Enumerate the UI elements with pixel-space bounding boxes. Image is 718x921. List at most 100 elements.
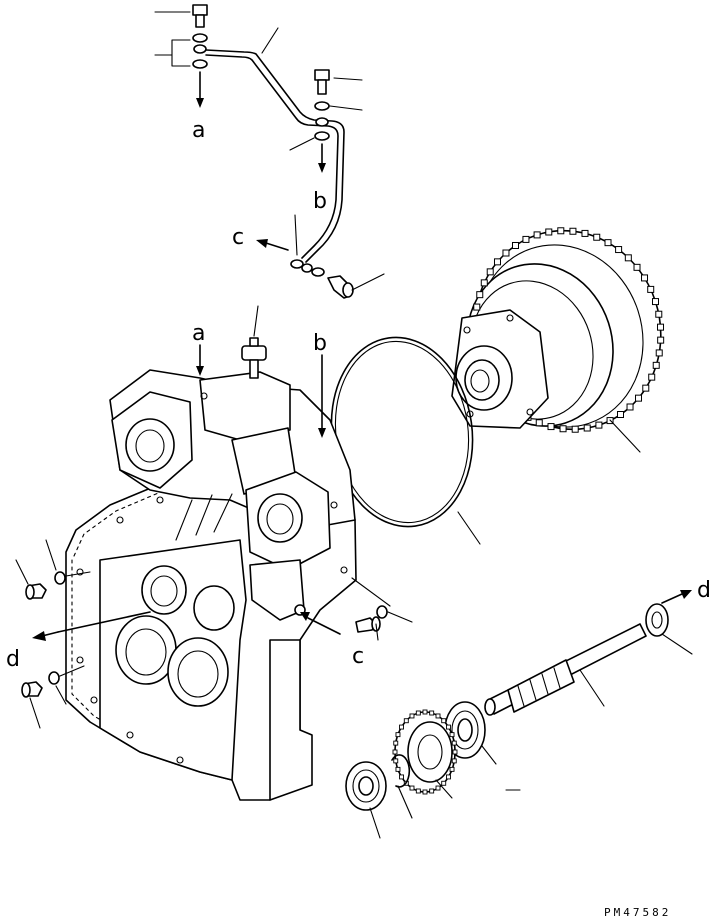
arrow-c-head [256,239,268,248]
ring-gear-tooth [535,419,543,427]
leader-left-upper-to-housing [65,571,91,577]
ring-gear-tooth [473,303,481,311]
leader-washer-left-lower [55,685,67,705]
gear-tooth [393,740,399,746]
ring-gear-tooth [624,254,632,262]
housing-bolt-hole [76,656,84,664]
boss-upper-left-bore [125,418,175,472]
gear-tooth [422,709,428,715]
leader-washer-housing-right [387,611,413,623]
converter-hub-bore [464,359,500,401]
bolt-bottom [327,275,354,299]
ring-gear-tooth [655,349,663,357]
washer-housing-right [376,605,388,619]
ring-gear-tooth [559,425,567,433]
ring-gear-tooth [493,258,501,266]
shaft-end [484,698,496,716]
shaft-spline-teeth [517,667,561,707]
leader-shaft [579,669,605,707]
flange-bolt-hole [463,326,471,334]
lower-bore-right-inner [177,650,219,698]
housing-bolt-hole [200,392,208,400]
gear-tooth [415,788,421,794]
ring-gear-tooth [647,285,655,293]
torque-converter [451,227,665,453]
gear-tooth [429,788,435,794]
ring-gear-tooth [648,373,656,381]
gear-face [407,721,453,783]
leader-washer-5 [294,214,298,256]
washer-4 [314,131,330,141]
bearing-right-bore [457,718,473,742]
ring-gear-tooth [615,246,623,254]
converter-hub-bore-inner [470,369,490,393]
snap-ring [391,754,411,788]
leader-bolt-bottom [351,273,385,291]
leader-washer-4 [289,137,315,151]
gear-tooth [446,724,451,730]
housing-bolt-hole [176,756,184,764]
breather-plug [241,305,267,379]
washer-5 [290,259,304,269]
transmission-housing [65,369,357,801]
ring-gear-tooth [480,279,488,287]
boss-right-bore-inner [266,503,294,535]
gear-tooth [452,749,458,755]
ring-gear-tooth [657,336,665,344]
ring-gear-tooth [522,235,530,243]
mid-bore-right [193,585,235,631]
arrow-a-head [196,98,204,108]
ring-gear-tooth [581,229,589,237]
housing-bolt-hole [156,496,164,504]
housing-bolt-hole [76,568,84,576]
bearing-left-race [352,769,380,803]
ring-gear-tooth [642,384,650,392]
washer-housing-left-upper [54,571,66,585]
ring-gear-tooth [626,403,634,411]
washer-1 [192,33,208,43]
output-shaft-assembly: d [345,578,711,839]
leader-breather [253,305,259,337]
leader-torque-converter [609,419,641,453]
lower-bore-left-inner [125,628,167,676]
washer-3 [314,101,330,111]
leader-gear [435,779,453,799]
housing-base-right [269,639,313,801]
ring-gear-tooth [604,239,612,247]
leader-snap-ring [397,785,413,819]
ring-gear-tooth [657,323,665,331]
leader-housing-right [351,577,391,607]
mid-bore-left [141,565,187,615]
housing-bolt-hole [126,731,134,739]
gear-tooth [449,732,455,738]
housing-pillar [199,371,291,441]
mid-bore-left-inner [150,575,178,607]
gear-tooth [435,785,441,791]
drawing-code: PM47582 [604,906,671,919]
flange-bolt-hole [526,408,534,416]
thrust-washer [645,603,669,637]
banjo-fitting-3 [301,263,313,273]
ring-gear-tooth [571,425,579,433]
ring-gear-tooth [533,231,541,239]
label-d-left: d [6,647,20,672]
bearing-left-bore [358,776,374,796]
gear-tooth [449,766,455,772]
bolt-housing-left-upper [25,583,47,600]
washer-6 [311,267,325,277]
ring-gear-tooth [593,233,601,241]
gear-tooth [409,713,415,719]
gear-tooth [399,774,404,780]
arrow-b-head [318,163,326,173]
housing-bolt-hole [330,501,338,509]
leader-bracket [154,39,191,67]
ring-gear-tooth [635,394,643,402]
ring-gear-tooth [616,411,624,419]
housing-bolt-hole [340,566,348,574]
leader-bolt-left-upper [15,559,29,585]
boss-upper-left-bore-inner [135,429,165,463]
lower-bore-left [115,615,177,685]
leader-bearing-right [481,745,497,765]
ring-gear-tooth [476,291,484,299]
